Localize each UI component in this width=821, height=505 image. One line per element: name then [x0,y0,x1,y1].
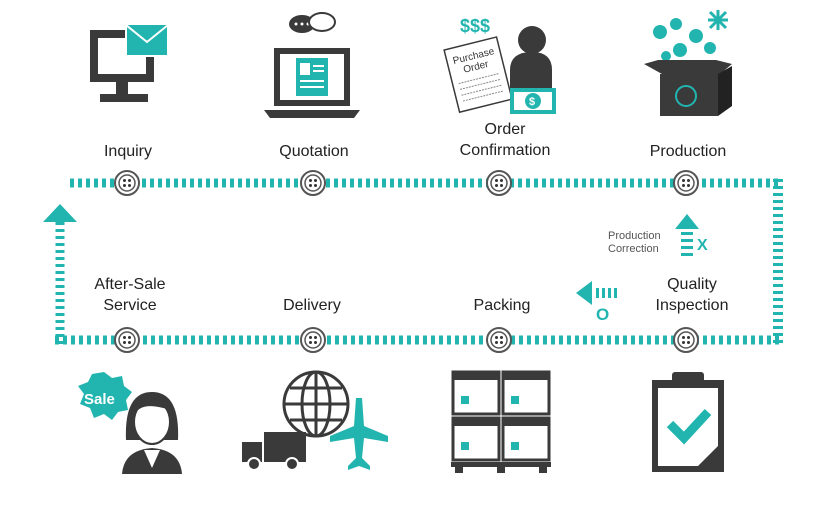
box-buttons-icon [644,10,732,116]
label-packing: Packing [473,297,531,314]
correction-arrow-icon [675,214,699,256]
customer-service-icon: Sale [78,372,182,474]
label-quality-inspection: Quality Inspection [655,276,729,314]
globe-truck-plane-icon [242,370,388,471]
node-production[interactable] [673,170,699,196]
computer-mail-icon [90,23,169,102]
laptop-chat-icon [264,12,360,118]
label-inquiry: Inquiry [103,143,153,160]
label-production: Production [649,143,727,160]
svg-text:$: $ [529,96,535,108]
node-quotation[interactable] [300,170,326,196]
svg-text:Sale: Sale [84,391,115,408]
label-quotation: Quotation [279,143,349,160]
label-delivery: Delivery [283,297,341,314]
label-production-correction: Production Correction [608,230,661,255]
node-delivery[interactable] [300,327,326,353]
label-order-confirmation: Order Confirmation [459,121,551,159]
pass-arrow-icon [576,281,617,305]
node-inquiry[interactable] [114,170,140,196]
node-order-confirmation[interactable] [486,170,512,196]
correction-mark: X [697,237,708,254]
label-after-sale-service: After-Sale Service [94,276,166,314]
pallet-boxes-icon [451,370,551,473]
svg-text:$$$: $$$ [460,16,490,36]
arrow-up-icon [43,204,77,222]
clipboard-check-icon [652,372,724,472]
node-packing[interactable] [486,327,512,353]
node-quality-inspection[interactable] [673,327,699,353]
pass-mark: O [596,305,609,324]
purchase-order-icon: $$$ Purchase Order $ [443,16,556,114]
node-after-sale-service[interactable] [114,327,140,353]
